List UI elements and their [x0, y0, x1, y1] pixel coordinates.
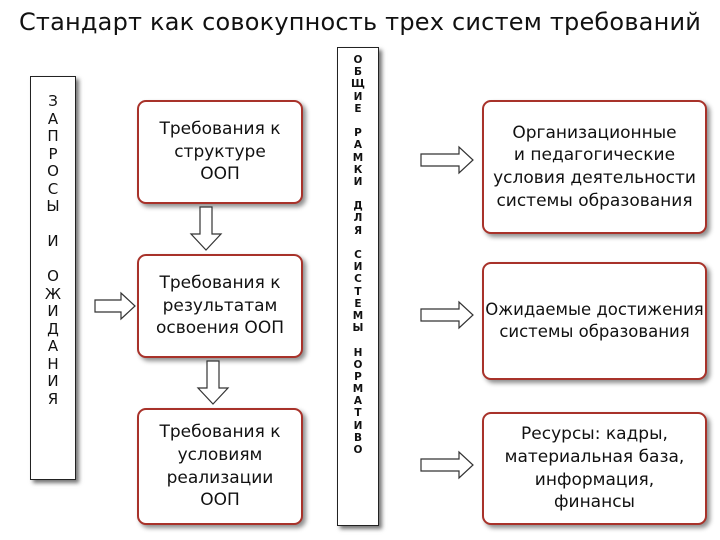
- vertical-letter: П: [47, 127, 59, 145]
- vertical-letter: З: [48, 92, 58, 110]
- vertical-letter: Д: [353, 200, 363, 213]
- vertical-letter: И: [353, 90, 363, 103]
- vertical-letter: И: [47, 302, 59, 320]
- resources-label: Ресурсы: кадры, материальная база, инфор…: [504, 424, 685, 513]
- vertical-letter: И: [47, 232, 59, 250]
- vertical-letter: Р: [48, 144, 58, 163]
- vertical-letter: К: [353, 163, 363, 176]
- vertical-letter: И: [353, 261, 363, 274]
- expected-achievements-box: Ожидаемые достижения системы образования: [482, 262, 707, 380]
- structure-requirements-label: Требования к структуре ООП: [159, 119, 281, 185]
- vertical-letter: Р: [354, 127, 362, 140]
- vertical-letter: Щ: [351, 78, 365, 91]
- vertical-letter: Т: [354, 285, 362, 298]
- conditions-requirements-box: Требования к условиям реализации ООП: [137, 408, 303, 525]
- vertical-letter: Л: [353, 212, 363, 225]
- vertical-letter: Е: [354, 102, 362, 115]
- vertical-letter: И: [353, 419, 363, 432]
- right-arrow-icon: [420, 145, 474, 175]
- expected-achievements-label: Ожидаемые достижения системы образования: [485, 300, 704, 341]
- vertical-letter: А: [47, 109, 59, 128]
- vertical-letter: Т: [354, 407, 362, 420]
- vertical-letter: И: [353, 175, 363, 188]
- results-requirements-box: Требования к результатам освоения ООП: [137, 254, 303, 358]
- right-arrow-icon: [420, 300, 474, 330]
- vertical-letter: А: [353, 395, 363, 408]
- results-requirements-label: Требования к результатам освоения ООП: [156, 273, 284, 339]
- vertical-letter: М: [352, 151, 364, 164]
- right-arrow-icon: [94, 291, 136, 321]
- down-arrow-icon: [189, 206, 223, 251]
- vertical-letter: В: [353, 431, 362, 444]
- vertical-letter: Б: [353, 66, 362, 79]
- vertical-letter: А: [47, 337, 59, 355]
- vertical-letter: Ы: [46, 197, 60, 215]
- vertical-letter: А: [353, 139, 363, 152]
- vertical-letter: О: [47, 162, 59, 180]
- vertical-letter: М: [352, 383, 364, 396]
- vertical-letter: И: [47, 372, 59, 390]
- vertical-letter: С: [354, 273, 362, 286]
- vertical-letter: Е: [354, 297, 362, 310]
- vertical-letter: М: [352, 309, 364, 322]
- vertical-letter: Н: [47, 354, 59, 373]
- resources-box: Ресурсы: кадры, материальная база, инфор…: [482, 412, 707, 525]
- down-arrow-icon: [196, 360, 230, 405]
- vertical-letter: С: [354, 249, 362, 261]
- vertical-letter: Ы: [352, 322, 364, 335]
- conditions-requirements-label: Требования к условиям реализации ООП: [159, 422, 281, 511]
- vertical-letter: Ж: [44, 284, 62, 303]
- vertical-letter: Я: [47, 389, 59, 408]
- organizational-conditions-box: Организационные и педагогические условия…: [482, 100, 707, 234]
- vertical-letter: О: [47, 267, 59, 285]
- vertical-letter: О: [353, 358, 363, 371]
- structure-requirements-box: Требования к структуре ООП: [137, 100, 303, 204]
- vertical-letter: О: [353, 54, 363, 66]
- vertical-letter: О: [353, 444, 363, 456]
- right-arrow-icon: [420, 450, 474, 480]
- vertical-letter: Н: [353, 346, 363, 359]
- vertical-letter: С: [47, 179, 59, 198]
- organizational-conditions-label: Организационные и педагогические условия…: [493, 122, 696, 211]
- vertical-letter: Р: [354, 370, 362, 383]
- page-title: Стандарт как совокупность трех систем тр…: [18, 8, 702, 36]
- vertical-letter: Я: [353, 224, 363, 237]
- vertical-letter: Д: [47, 319, 59, 338]
